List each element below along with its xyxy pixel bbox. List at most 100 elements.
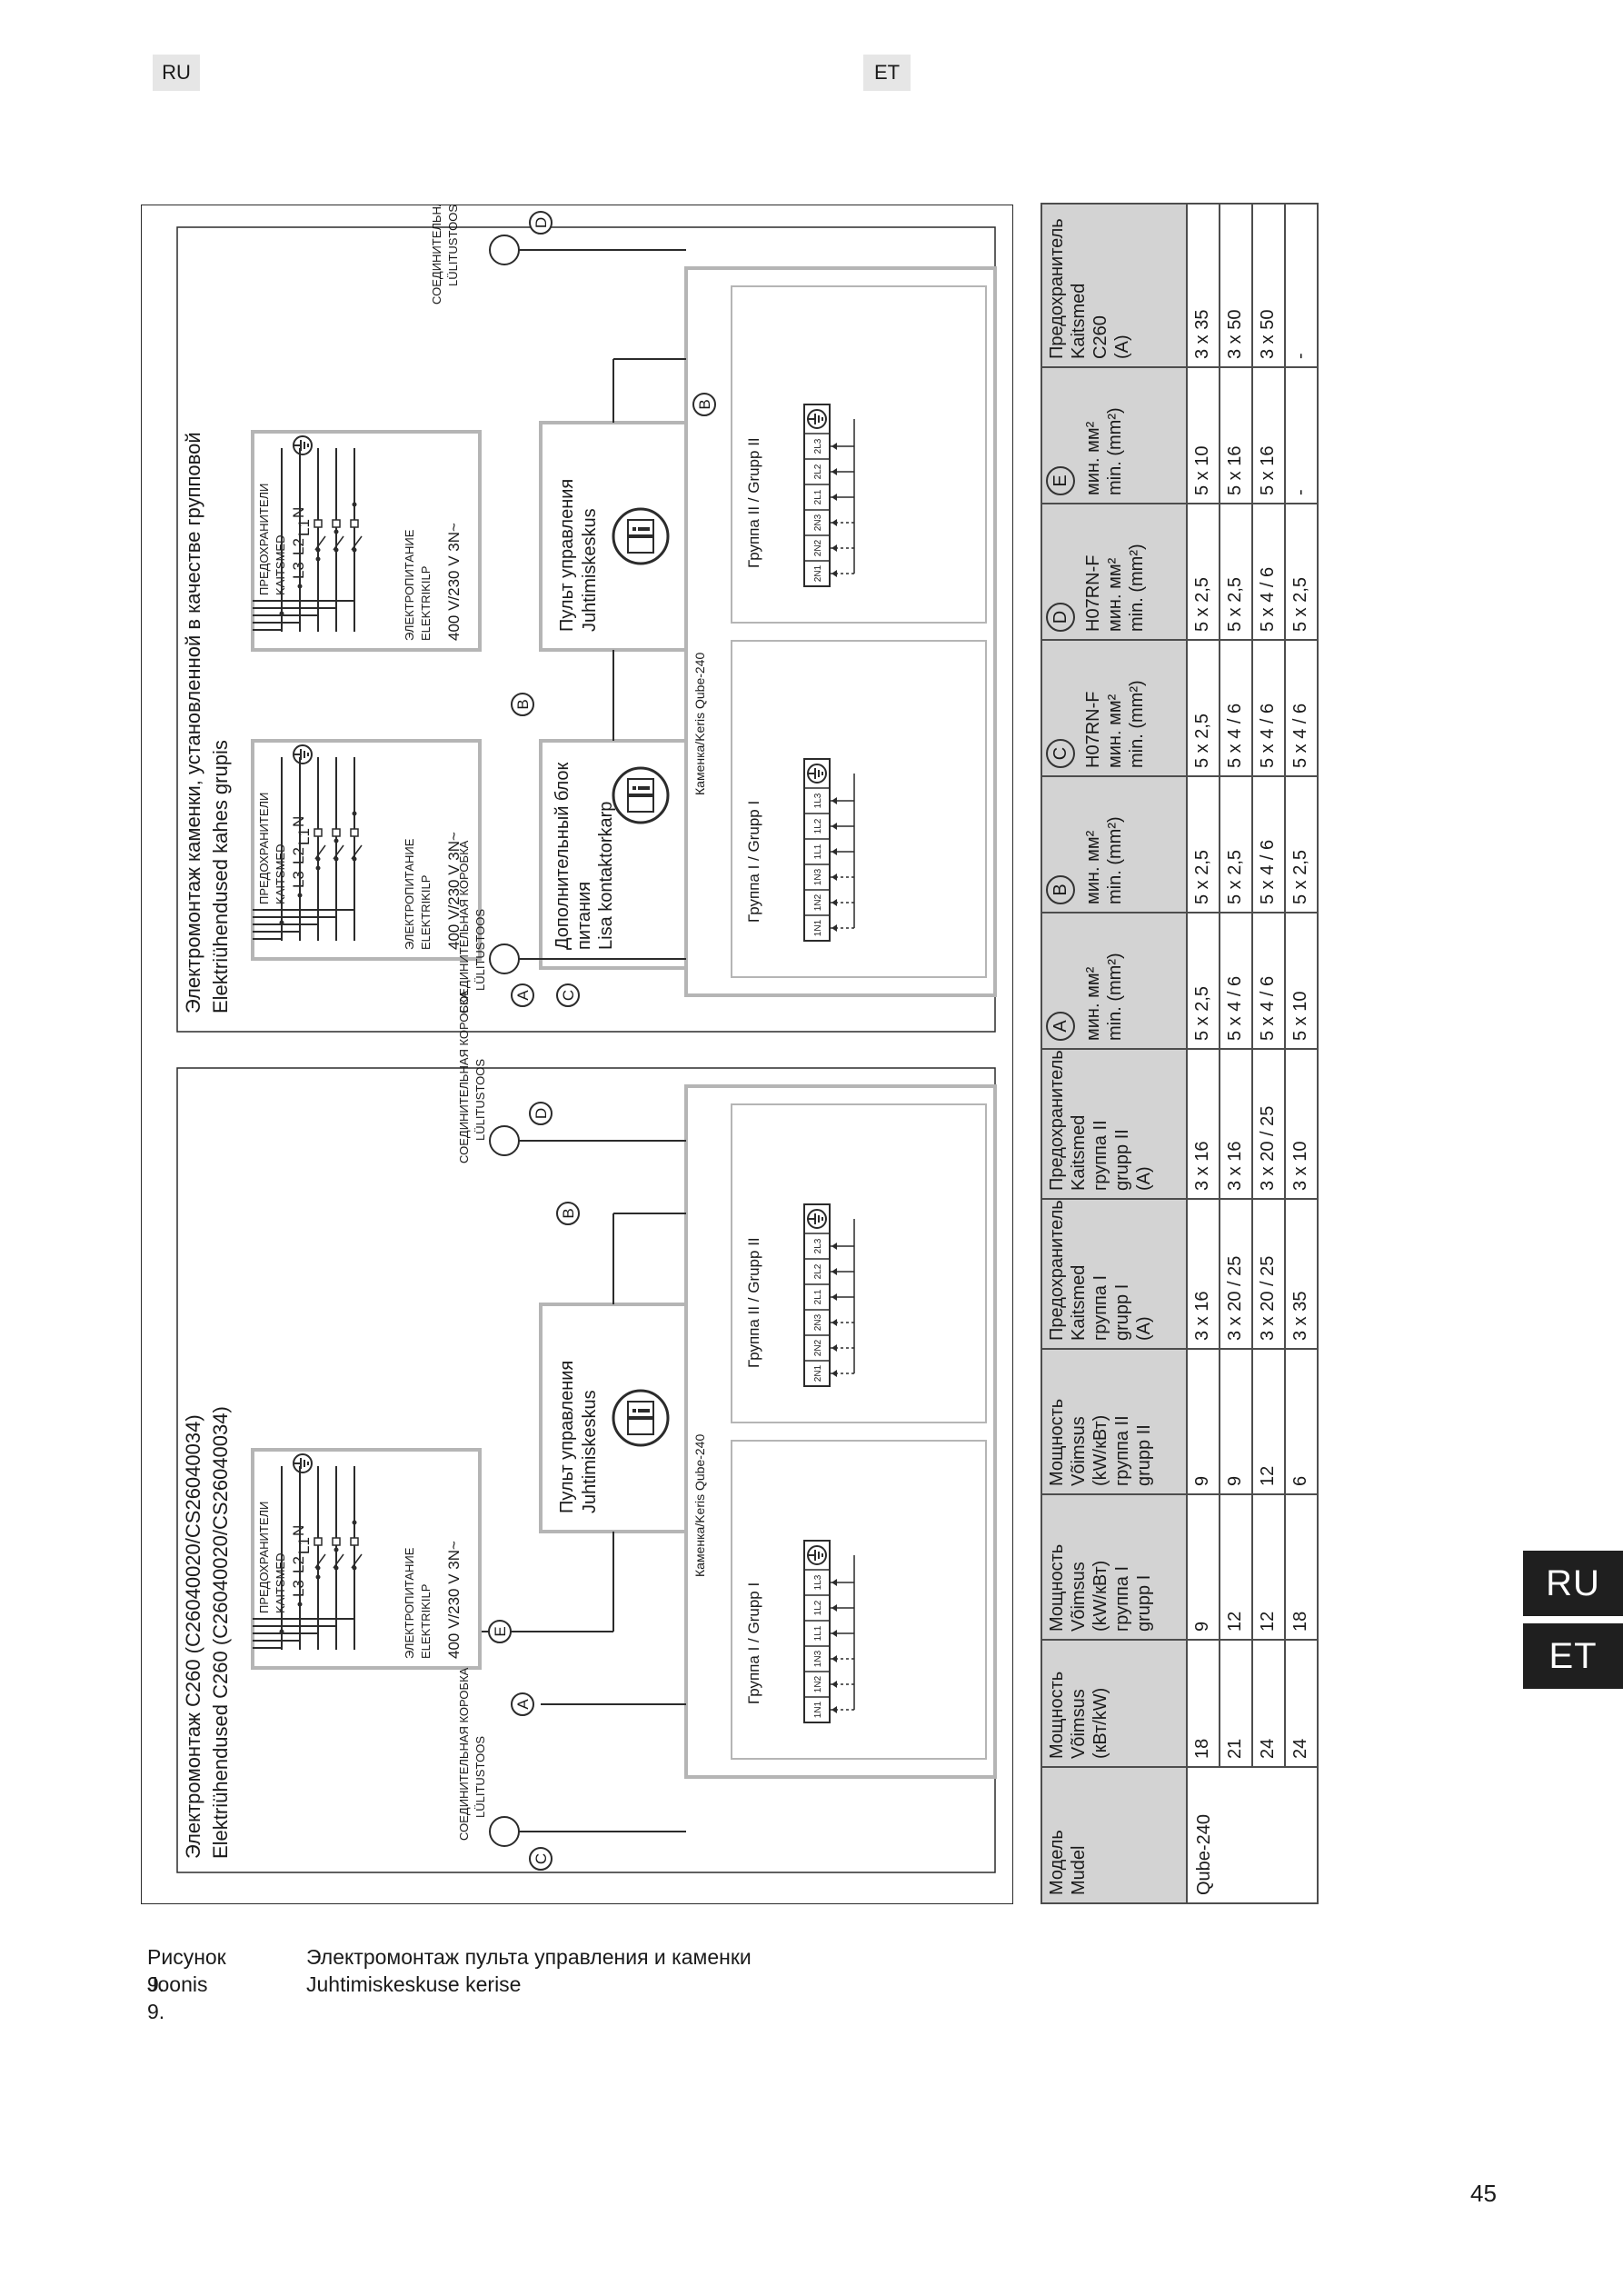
heater-group-box: [731, 1103, 987, 1423]
header-line: min. (mm²): [1105, 407, 1125, 495]
fuse-icon: [332, 828, 341, 837]
wire-arrow: [831, 823, 837, 830]
right-title-et: Elektriühendused kahes grupis: [209, 740, 232, 1013]
wire-arrow: [831, 873, 837, 881]
info-bar: [638, 527, 650, 531]
junction-label-et: LÜLITUSTOOS: [473, 1736, 487, 1818]
terminal-label: 2N1: [813, 564, 823, 582]
table-cell: 21: [1220, 1640, 1252, 1767]
caption-ru-number: Рисунок 9.: [147, 1945, 226, 1996]
terminal-label: 1L1: [813, 1625, 823, 1641]
outer-frame: [141, 205, 1013, 1904]
phase-label: L3: [290, 1580, 307, 1597]
ground-icon: [293, 744, 313, 764]
fuse-icon: [332, 1537, 341, 1546]
wire-arrow: [831, 519, 837, 526]
wire-arrow: [831, 797, 837, 804]
fuse-contact: [315, 856, 321, 862]
table-cell: 3 x 35: [1187, 204, 1220, 367]
cable-marker-circle: [529, 211, 553, 235]
wire-arrow: [831, 1655, 837, 1662]
cable-marker-circle: [556, 983, 580, 1007]
table-cell: 12: [1252, 1349, 1285, 1494]
table-cell: 3 x 50: [1220, 204, 1252, 367]
phase-label: L2: [290, 847, 307, 864]
table-cell: 3 x 10: [1285, 1049, 1318, 1199]
header-line: (kW/кВт): [1090, 1414, 1110, 1486]
rotated-figure: Электромонтаж C260 (C26040020/CS26040034…: [141, 203, 1440, 1904]
fuse-icon: [350, 519, 359, 528]
fuse-icon: [314, 519, 323, 528]
supply-label-et: ELEKTRIKILP: [419, 566, 433, 641]
supply-voltage: 400 V/230 V 3N~: [445, 1541, 463, 1659]
info-dot: [632, 1409, 636, 1413]
terminal-label: 1L3: [813, 1574, 823, 1590]
heater-group-box: [731, 1440, 987, 1760]
phase-label: L1: [295, 1537, 313, 1554]
terminal-label: 1L2: [813, 1600, 823, 1615]
info-dot: [632, 527, 636, 531]
phase-label: L2: [290, 1556, 307, 1573]
wire-arrow: [831, 1706, 837, 1713]
wire-arrow: [831, 1630, 837, 1637]
header-line: группа I: [1090, 1274, 1110, 1341]
terminal-label: 2L3: [813, 438, 823, 454]
supply-node: [315, 1574, 321, 1580]
junction-box-icon: [489, 1125, 520, 1156]
wire-arrow: [831, 1268, 837, 1275]
cable-marker-circle: C: [1046, 739, 1075, 768]
language-tab-ru[interactable]: RU: [1523, 1551, 1623, 1616]
table-cell: 5 x 4 / 6: [1220, 640, 1252, 776]
header-line: Võimsus: [1069, 1562, 1089, 1632]
table-cell: 5 x 4 / 6: [1220, 913, 1252, 1049]
heater-group-label: Группа I / Grupp I: [745, 801, 762, 923]
supply-label-ru: ЭЛЕКТРОПИТАНИЕ: [403, 529, 416, 641]
cable-marker-circle: [529, 1102, 553, 1125]
header-line: grupp II: [1112, 1129, 1132, 1191]
header-line: grupp I: [1112, 1283, 1132, 1341]
heater-label: Каменка/Keris Qube-240: [692, 653, 707, 795]
supply-node: [297, 893, 303, 898]
table-cell: 5 x 4 / 6: [1252, 640, 1285, 776]
supply-node: [279, 611, 284, 616]
header-line: мин. мм²: [1105, 557, 1125, 632]
fuses-label-et: KAITSMED: [274, 844, 287, 904]
phase-label: L1: [295, 519, 313, 536]
cable-marker-circle: [511, 693, 534, 716]
header-line: мин. мм²: [1083, 830, 1103, 904]
fuse-contact: [352, 856, 357, 862]
info-bar: [638, 786, 650, 790]
terminal-block: [803, 758, 831, 942]
cable-marker-circle: [556, 1202, 580, 1225]
junction-label-ru: СОЕДИНИТЕЛЬНАЯ КОРОБКА: [457, 840, 471, 1013]
table-cell: 12: [1220, 1494, 1252, 1640]
table-cell: 3 x 20 / 25: [1252, 1049, 1285, 1199]
header-line: Мощность: [1047, 1543, 1067, 1632]
table-cell: 6: [1285, 1349, 1318, 1494]
table-cell: 5 x 10: [1187, 367, 1220, 504]
terminal-label: 2L3: [813, 1238, 823, 1253]
terminal-block: [803, 404, 831, 587]
language-tab-et[interactable]: ET: [1523, 1623, 1623, 1689]
caption-ru-text: Электромонтаж пульта управления и каменк…: [306, 1945, 752, 1969]
header-line: (A): [1112, 334, 1132, 359]
table-cell: 24: [1285, 1640, 1318, 1767]
junction-label-ru: СОЕДИНИТЕЛЬНАЯ КОРОБКА: [457, 990, 471, 1163]
left-title-ru: Электромонтаж C260 (C26040020/CS26040034…: [182, 1414, 204, 1859]
fuse-switch: [351, 1553, 363, 1569]
fuse-contact: [334, 547, 339, 553]
header-line: (A): [1134, 1166, 1154, 1191]
cable-marker-circle: E: [1046, 466, 1075, 495]
fuse-switch: [314, 1553, 326, 1569]
fuse-contact: [352, 1565, 357, 1571]
control-panel-label-et: Juhtimiskeskus: [580, 508, 600, 632]
cable-marker-label: B: [514, 699, 532, 709]
terminal-label: 1L3: [813, 793, 823, 808]
